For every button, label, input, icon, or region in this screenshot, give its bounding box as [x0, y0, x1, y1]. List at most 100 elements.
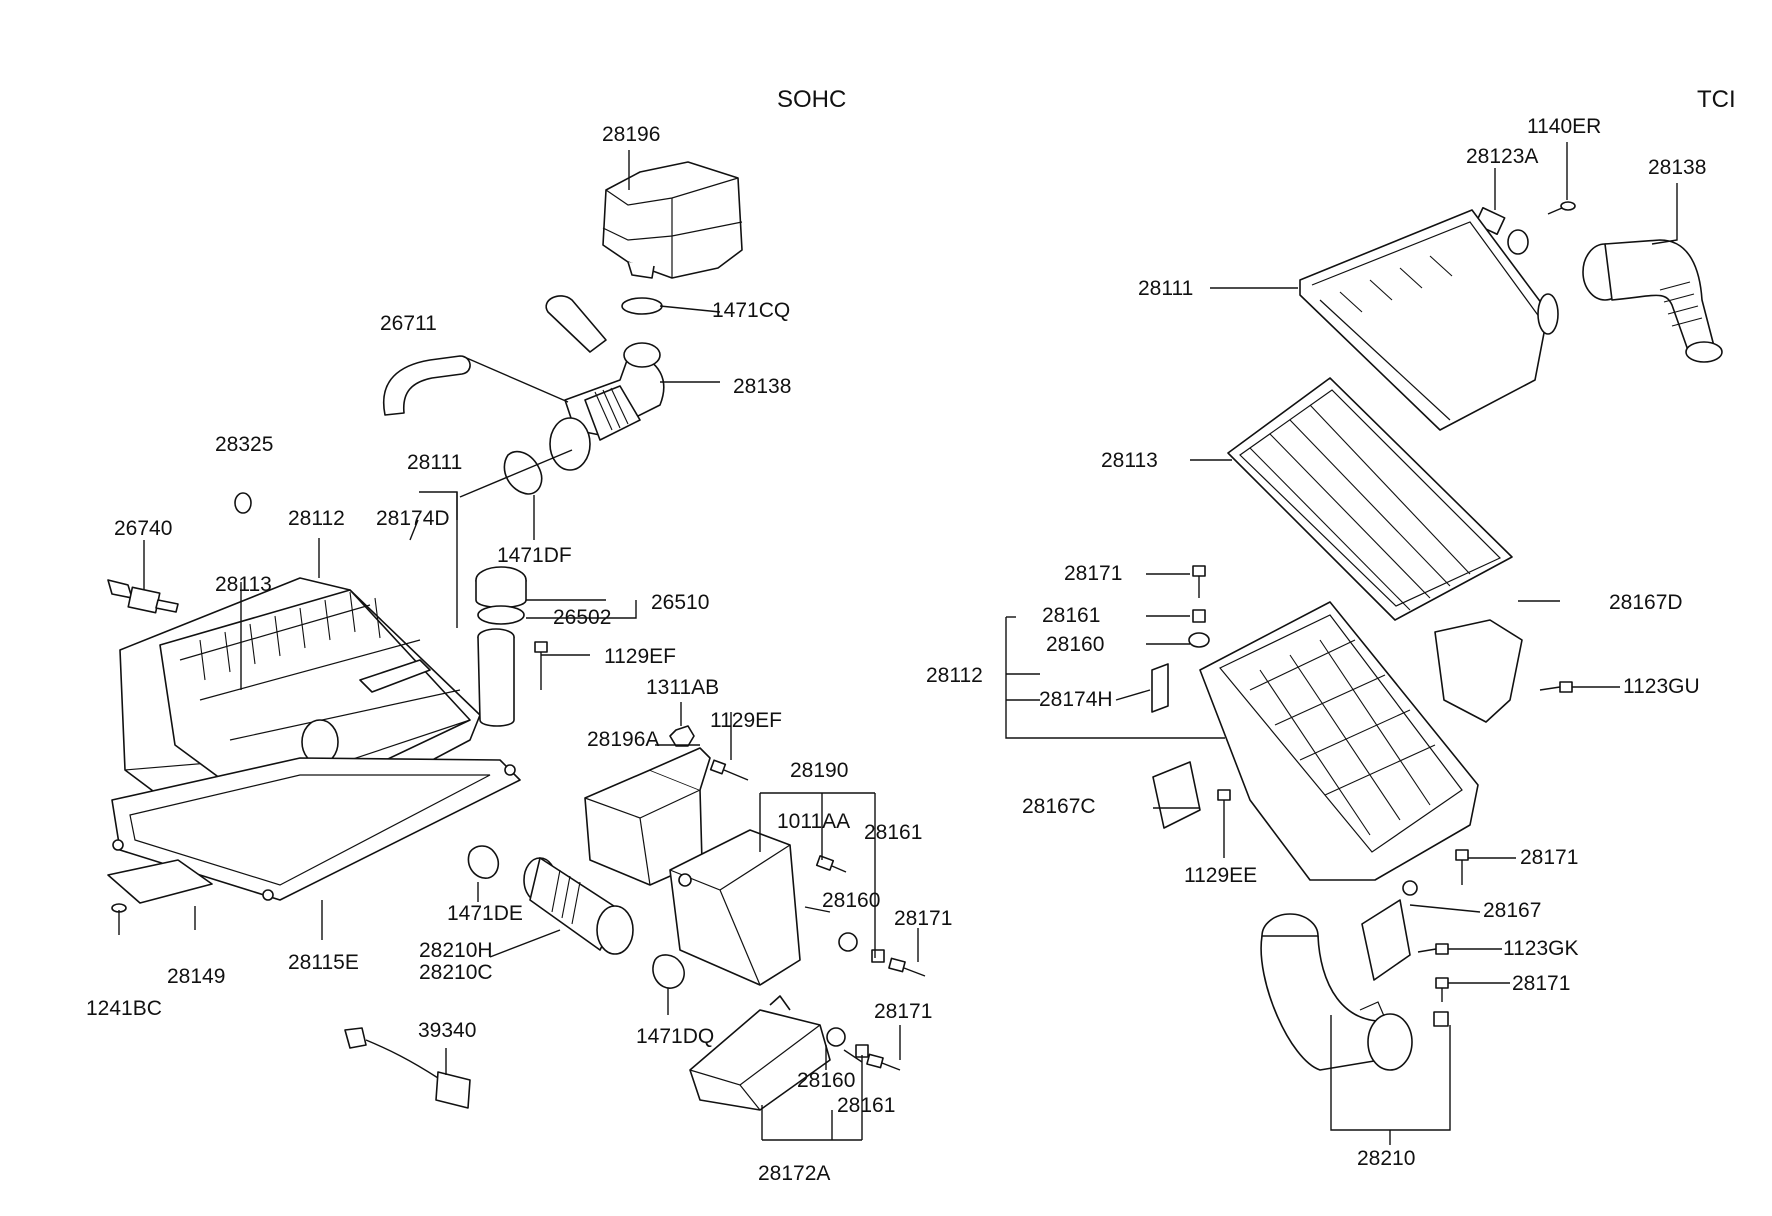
- part-label-26510: 26510: [651, 591, 710, 614]
- part-label-28111-right: 28111: [1138, 277, 1194, 300]
- part-label-28210h: 28210H: [419, 939, 493, 962]
- part-label-28113-right: 28113: [1101, 449, 1158, 472]
- clamp-1471de-drawing: [467, 845, 500, 879]
- part-label-28167d: 28167D: [1609, 591, 1683, 614]
- part-label-28161-left-b: 28161: [837, 1094, 896, 1117]
- bracket-28149-drawing: [107, 859, 213, 904]
- part-label-28190: 28190: [790, 759, 849, 782]
- bolt-1123gk-drawing: [1417, 943, 1449, 955]
- left-leader-lines: [143, 150, 919, 1141]
- clamp-1471dq-drawing: [652, 954, 685, 989]
- duct-28138-left-drawing: [545, 295, 665, 471]
- sensor-39340-drawing: [344, 1027, 471, 1109]
- bracket-28167d-drawing: [1434, 619, 1523, 723]
- part-label-1129ef-a: 1129EF: [604, 645, 676, 668]
- bolt-28171-b-drawing: [866, 1053, 901, 1071]
- part-label-28160-left-b: 28160: [797, 1069, 856, 1092]
- pipe-28210-drawing: [1260, 913, 1413, 1071]
- upper-cover-28111-drawing: [1299, 209, 1559, 431]
- grommet-28325-drawing: [234, 492, 252, 514]
- section-title-tci: TCI: [1697, 86, 1736, 113]
- bolt-28171-right-c-drawing: [1435, 977, 1449, 1002]
- part-label-28171-right-a: 28171: [1064, 562, 1123, 585]
- part-label-1140er: 1140ER: [1527, 115, 1602, 138]
- duct-28172a-drawing: [689, 995, 831, 1111]
- bracket-28190-drawing: [669, 829, 801, 986]
- grommet-28160-a-drawing: [838, 932, 858, 952]
- part-label-1471df: 1471DF: [497, 544, 572, 567]
- part-label-1471cq: 1471CQ: [712, 299, 791, 322]
- bolt-28171-a-drawing: [888, 957, 926, 977]
- duct-28138-right-drawing: [1582, 239, 1723, 363]
- bolt-28171-right-b-drawing: [1455, 849, 1469, 885]
- part-label-28160-left-a: 28160: [822, 889, 881, 912]
- part-label-28174h: 28174H: [1039, 688, 1113, 711]
- nut-1311ab-drawing: [669, 725, 695, 747]
- part-label-1471dq: 1471DQ: [636, 1025, 715, 1048]
- bolt-1129ee-drawing: [1217, 789, 1231, 830]
- hose-26711-drawing: [382, 355, 471, 416]
- part-label-1123gk: 1123GK: [1503, 937, 1579, 960]
- part-label-28138-right: 28138: [1648, 156, 1707, 179]
- part-label-39340: 39340: [418, 1019, 477, 1042]
- bolt-1011aa-drawing: [815, 855, 847, 873]
- part-label-28123a: 28123A: [1466, 145, 1539, 168]
- part-label-28171-right-c: 28171: [1512, 972, 1571, 995]
- part-label-28115e: 28115E: [288, 951, 359, 974]
- part-label-26740: 26740: [114, 517, 173, 540]
- grommet-28160-b-drawing: [826, 1027, 846, 1047]
- part-label-28161-left-a: 28161: [864, 821, 923, 844]
- collar-28161-right-drawing: [1192, 609, 1206, 623]
- grommet-28160-right-drawing: [1188, 632, 1210, 648]
- part-label-28149: 28149: [167, 965, 226, 988]
- part-label-28171-right-b: 28171: [1520, 846, 1579, 869]
- part-label-26502: 26502: [553, 606, 612, 629]
- part-label-28210c: 28210C: [419, 961, 493, 984]
- part-label-28167c: 28167C: [1022, 795, 1096, 818]
- bolt-1129ef-b-drawing: [709, 759, 749, 781]
- part-label-28172a: 28172A: [758, 1162, 831, 1185]
- section-title-sohc: SOHC: [777, 86, 847, 113]
- part-label-28325: 28325: [215, 433, 274, 456]
- screw-1241bc-drawing: [111, 903, 127, 935]
- base-plate-28115e-drawing: [111, 757, 521, 901]
- clip-28174h-drawing: [1151, 663, 1169, 713]
- part-label-28161-right: 28161: [1042, 604, 1101, 627]
- resonator-28196-drawing: [602, 161, 743, 279]
- bracket-28167-drawing: [1361, 899, 1411, 981]
- clamp-1471cq-drawing: [621, 297, 663, 315]
- part-label-1311ab: 1311AB: [646, 676, 720, 699]
- screw-1140er-drawing: [1547, 201, 1576, 215]
- part-label-1241bc: 1241BC: [86, 997, 162, 1020]
- part-label-28112-left: 28112: [288, 507, 345, 530]
- part-label-28210: 28210: [1357, 1147, 1416, 1170]
- part-label-28196a: 28196A: [587, 728, 660, 751]
- part-label-1123gu: 1123GU: [1623, 675, 1700, 698]
- part-label-28160-right: 28160: [1046, 633, 1105, 656]
- part-label-28113-left: 28113: [215, 573, 272, 596]
- part-label-26711: 26711: [380, 312, 437, 335]
- bracket-28167c-drawing: [1152, 761, 1201, 829]
- collar-28161-a-drawing: [871, 949, 885, 963]
- valve-26740-drawing: [107, 579, 179, 614]
- part-label-28138: 28138: [733, 375, 792, 398]
- part-label-28171-left-b: 28171: [874, 1000, 933, 1023]
- nut-right-drawing: [1433, 1011, 1449, 1027]
- part-label-1129ee: 1129EE: [1184, 864, 1258, 887]
- tube-drawing: [477, 628, 515, 727]
- part-label-28196: 28196: [602, 123, 661, 146]
- part-label-28174d: 28174D: [376, 507, 450, 530]
- cap-26510-drawing: [475, 566, 527, 625]
- filter-28113-drawing: [1227, 377, 1513, 621]
- part-label-28111: 28111: [407, 451, 463, 474]
- bolt-1123gu-drawing: [1539, 681, 1573, 693]
- bolt-1129ef-a-drawing: [534, 641, 548, 690]
- lower-case-28112-drawing: [1199, 601, 1479, 896]
- part-label-1011aa: 1011AA: [777, 810, 851, 833]
- part-label-28171-left-a: 28171: [894, 907, 953, 930]
- clamp-1471df-drawing: [503, 450, 543, 495]
- part-label-28167: 28167: [1483, 899, 1542, 922]
- hose-28210h-drawing: [523, 857, 634, 955]
